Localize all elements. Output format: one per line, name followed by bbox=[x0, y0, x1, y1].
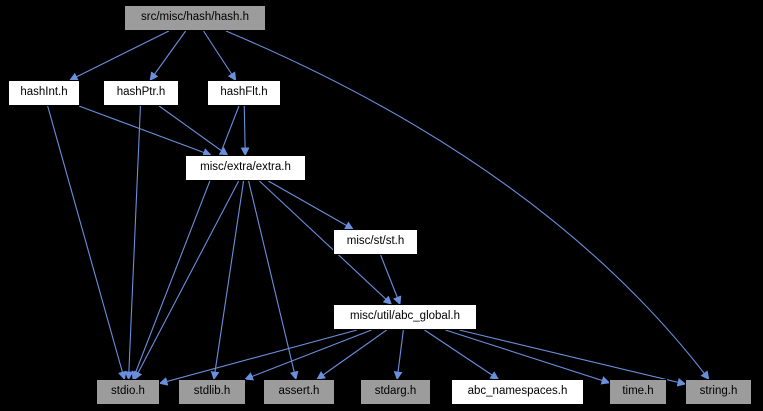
edge-extra-stdlib bbox=[210, 180, 245, 381]
edge-abc_global-time bbox=[445, 329, 611, 385]
edge-hashFlt-extra bbox=[240, 105, 250, 157]
edge-extra-abc_global bbox=[259, 180, 393, 305]
graph-node-hashInt[interactable]: hashInt.h bbox=[8, 80, 80, 106]
edge-hash-string bbox=[225, 30, 710, 381]
graph-node-time: time.h bbox=[609, 379, 667, 405]
edge-abc_global-stdarg bbox=[393, 329, 404, 381]
graph-node-hash: src/misc/hash/hash.h bbox=[124, 5, 266, 31]
edge-abc_global-abc_namespaces bbox=[424, 329, 500, 380]
graph-node-hashFlt[interactable]: hashFlt.h bbox=[207, 80, 281, 106]
edge-extra-assert bbox=[248, 180, 299, 381]
edge-hash-hashFlt bbox=[203, 30, 237, 82]
graph-node-st[interactable]: misc/st/st.h bbox=[333, 229, 418, 255]
edge-abc_global-string bbox=[459, 329, 687, 387]
edge-abc_global-assert bbox=[316, 329, 387, 380]
edge-abc_global-stdio bbox=[158, 329, 358, 386]
edge-st-abc_global bbox=[380, 254, 402, 306]
edge-abc_global-stdlib bbox=[244, 329, 372, 381]
edge-hashPtr-extra bbox=[158, 105, 229, 156]
edge-hashPtr-stdio bbox=[124, 105, 141, 381]
edge-hashInt-extra bbox=[78, 105, 212, 157]
edge-hashFlt-stdio bbox=[131, 105, 240, 381]
edge-hash-hashPtr bbox=[149, 30, 187, 82]
graph-node-hashPtr[interactable]: hashPtr.h bbox=[103, 80, 179, 106]
edge-extra-stdio bbox=[134, 180, 240, 381]
graph-node-abc_global[interactable]: misc/util/abc_global.h bbox=[333, 304, 477, 330]
edge-hashInt-stdio bbox=[47, 105, 127, 381]
graph-node-abc_namespaces[interactable]: abc_namespaces.h bbox=[451, 379, 584, 405]
graph-node-string: string.h bbox=[685, 379, 752, 405]
graph-node-stdio: stdio.h bbox=[96, 379, 160, 405]
graph-node-assert: assert.h bbox=[263, 379, 335, 405]
edge-extra-st bbox=[268, 180, 354, 230]
edge-hash-hashInt bbox=[68, 30, 170, 81]
graph-node-stdlib: stdlib.h bbox=[178, 379, 246, 405]
graph-node-extra[interactable]: misc/extra/extra.h bbox=[185, 155, 306, 181]
graph-node-stdarg: stdarg.h bbox=[360, 379, 431, 405]
